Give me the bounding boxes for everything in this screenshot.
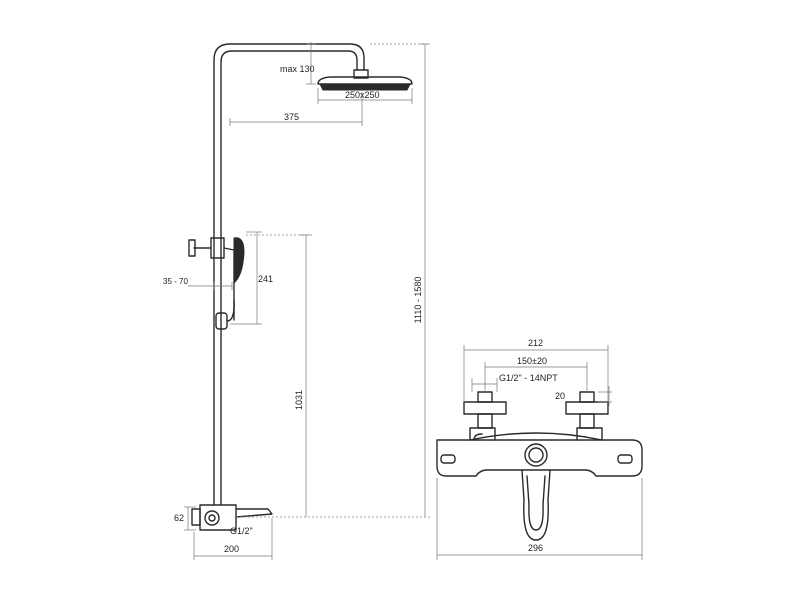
dim-head-height: max 130 [280, 64, 315, 74]
dim-mixer-depth: 200 [224, 544, 239, 554]
shower-column [188, 43, 413, 531]
dim-mixer-thread: G1/2" [230, 526, 253, 536]
dim-hand-shower-length: 241 [258, 274, 273, 284]
dim-valve-connector: 20 [555, 391, 565, 401]
dim-holder-height: 1031 [294, 390, 304, 410]
dim-arm-length: 375 [284, 112, 299, 122]
dim-valve-centers: 150±20 [517, 356, 547, 366]
dim-valve-thread: G1/2" - 14NPT [499, 373, 558, 383]
dim-head-size: 250x250 [345, 90, 380, 100]
right-dimensions [436, 345, 643, 560]
dim-valve-body-width: 296 [528, 543, 543, 553]
dim-total-height: 1110 - 1580 [413, 277, 423, 324]
left-dimensions [184, 42, 430, 560]
dim-valve-overall-width: 212 [528, 338, 543, 348]
dim-holder-adjust: 35 - 70 [163, 277, 188, 286]
thermostatic-valve [436, 391, 643, 541]
dim-mixer-height: 62 [174, 513, 184, 523]
